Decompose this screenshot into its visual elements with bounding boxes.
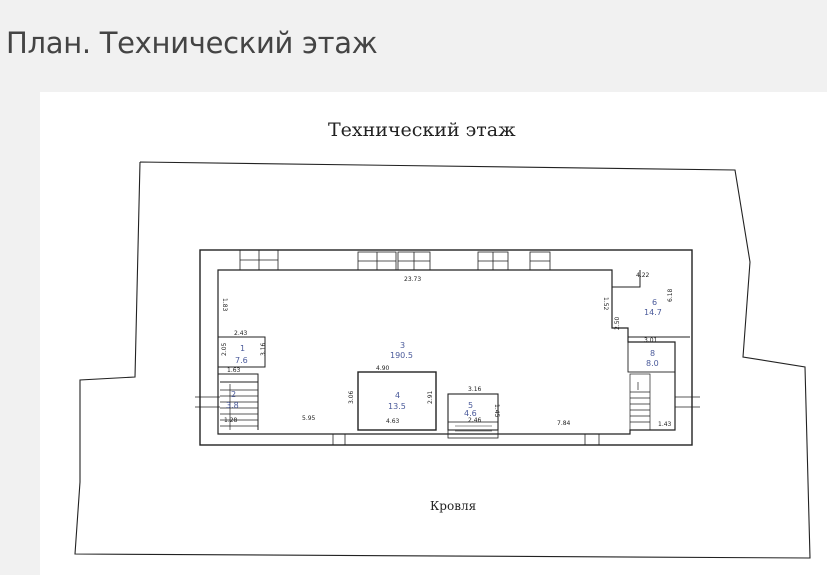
- dimension-label: 1.28: [224, 417, 238, 424]
- dimension-label: 2.46: [468, 417, 482, 424]
- room-number: 3: [400, 341, 405, 350]
- room-area: 190.5: [390, 351, 413, 360]
- dimension-label: 3.16: [468, 386, 482, 393]
- dimension-label: 4.22: [636, 272, 650, 279]
- dimension-label: 1.43: [658, 421, 672, 428]
- room-4-walls: [357, 371, 437, 431]
- room-number: 4: [395, 391, 400, 400]
- dimension-label: 3.01: [644, 337, 658, 344]
- room-number: 6: [652, 298, 657, 307]
- dimension-label: 4.90: [376, 365, 390, 372]
- building-outer-wall: [199, 249, 693, 446]
- dimension-label: 23.73: [404, 276, 421, 283]
- room-number: 5: [468, 401, 473, 410]
- dimension-label: 7.84: [557, 420, 571, 427]
- roof-outline: [74, 161, 811, 559]
- dimension-label: 5.95: [302, 415, 316, 422]
- room-number: 1: [240, 344, 245, 353]
- dimension-label: 2.91: [427, 390, 434, 404]
- dimension-label: 2.05: [221, 342, 228, 356]
- dimension-label: 1.52: [602, 297, 609, 311]
- room-area: 7.6: [235, 356, 248, 365]
- dimension-label: 1.63: [227, 367, 241, 374]
- dimension-label: 1.83: [221, 298, 228, 312]
- bottom-doors: [332, 433, 600, 446]
- room-number: 2: [231, 390, 236, 399]
- top-windows: [239, 249, 551, 271]
- left-stairs: [195, 384, 258, 430]
- room-area: 14.7: [644, 308, 662, 317]
- room-area: 13.5: [388, 402, 406, 411]
- left-rooms-walls: [218, 336, 266, 430]
- room-area: 3.8: [226, 401, 239, 410]
- dimension-label: 1.45: [493, 404, 500, 418]
- dimension-label: 6.18: [667, 288, 674, 302]
- roof-label: Кровля: [430, 499, 476, 513]
- dimension-label: 4.63: [386, 418, 400, 425]
- page-title: План. Технический этаж: [6, 26, 378, 60]
- right-stairs: [629, 373, 700, 431]
- room-number: 8: [650, 349, 655, 358]
- room-5-walls: [447, 393, 499, 439]
- dimension-label: 2.50: [614, 316, 621, 330]
- room-area: 4.6: [464, 409, 477, 418]
- floor-plan-drawing: Технический этаж: [74, 119, 811, 559]
- dimension-label: 3.16: [260, 342, 267, 356]
- dimension-label: 3.06: [348, 390, 355, 404]
- dimension-label: 2.43: [234, 330, 248, 337]
- room-area: 8.0: [646, 359, 659, 368]
- floor-plan-image: Технический этаж: [40, 92, 827, 575]
- plan-heading: Технический этаж: [328, 119, 516, 141]
- room-6-walls: [612, 270, 690, 338]
- room-8-walls: [627, 341, 676, 373]
- building-inner-wall: [217, 269, 676, 435]
